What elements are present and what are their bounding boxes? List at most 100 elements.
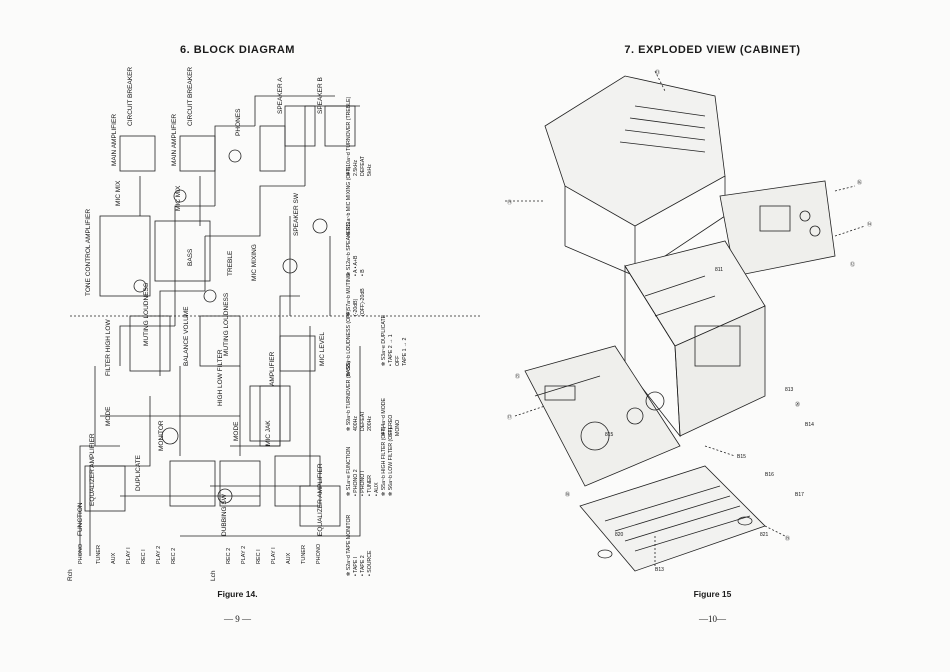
legend-line: ✻ S12a~b SPEAKERS	[346, 222, 352, 276]
legend-line: • TAPE 2	[360, 555, 366, 576]
part-callout: ⑱	[565, 491, 570, 498]
page-number-right: —10—	[699, 614, 726, 624]
label-mode: MODE	[105, 406, 112, 426]
part-callout: ⑲	[785, 535, 790, 542]
legend-line: 5kHz	[367, 164, 373, 176]
label-mic-level: MIC LEVEL	[319, 332, 326, 366]
part-callout: B17	[795, 492, 804, 498]
legend-line: 2.5kHz	[353, 159, 359, 176]
part-callout: 815	[605, 432, 614, 438]
input-label: AUX	[286, 552, 292, 564]
label-speaker-sw: SPEAKER SW	[293, 192, 300, 236]
legend-line: • A • A+B	[353, 255, 359, 276]
label-filter: FILTER HIGH LOW	[105, 319, 112, 376]
input-label: PHONO	[78, 543, 84, 564]
left-page: 6. BLOCK DIAGRAM	[67, 44, 480, 624]
legend-line: • TAPE 2 → 1	[388, 334, 394, 366]
label-phones: PHONES	[235, 108, 242, 136]
input-label: REC 2	[171, 548, 177, 564]
legend-line: ✻ S3a~e DUPLICATE	[381, 314, 387, 366]
input-label: TUNER	[301, 545, 307, 564]
legend-line: ✻ S1a~e FUNCTION	[346, 447, 352, 496]
legend-line: (-20dB)	[353, 298, 359, 316]
legend-line: • B	[360, 269, 366, 276]
legend-line: • AUX	[374, 482, 380, 496]
legend-line: (OFF)-20dB	[360, 288, 366, 316]
label-amplifier: AMPLIFIER	[269, 351, 276, 386]
label-balance-volume: BALANCE VOLUME	[183, 306, 190, 366]
legend-column-1: ✻ S1a~e FUNCTION • PHONO 2 • PHONO I • T…	[346, 447, 380, 576]
legend-line: ✻ S9a~b TURNOVER (BASS)	[346, 361, 352, 431]
label-equalizer-top: EQUALIZER AMPLIFIER	[89, 433, 96, 506]
legend-line: ✻ S10a~d TURNOVER (TREBLE)	[346, 96, 352, 176]
part-callout: ⑯	[857, 179, 862, 186]
legend-line: MONO	[395, 420, 401, 436]
label-mic-mixing: MIC MIXING	[251, 244, 258, 281]
part-callout: B15	[737, 454, 746, 460]
part-callout: B13	[655, 567, 664, 573]
legend-line: 400Hz	[353, 416, 359, 431]
legend-line: • TUNER	[367, 475, 373, 496]
legend-line: ✻ S2a~d TAPE MONITOR	[346, 514, 352, 576]
label-speaker-a: SPEAKER A	[277, 77, 284, 114]
part-callout: ⑮	[515, 373, 520, 380]
label-rch: Rch	[67, 569, 74, 581]
legend-line: 200Hz	[367, 416, 373, 431]
figure-15-caption: Figure 15	[693, 589, 732, 599]
label-mic-mix-mid: MIC MIX	[175, 185, 182, 211]
label-duplicate: DUPLICATE	[135, 454, 142, 491]
label-equalizer-bottom: EQUALIZER AMPLIFIER	[317, 463, 324, 536]
label-dubbing-sw: DUBBING SW	[221, 493, 228, 536]
label-function: FUNCTION	[77, 502, 84, 536]
legend-line: ✻ S11a~b MIC MIXING (OFF)	[346, 166, 352, 236]
input-label: PLAY 2	[156, 546, 162, 564]
block-diagram-title: 6. BLOCK DIAGRAM	[180, 44, 295, 56]
input-label: PHONO	[316, 543, 322, 564]
part-callout: ⑪	[507, 199, 512, 206]
legend-column-4: ✻ S10a~d TURNOVER (TREBLE) 2.5kHz DEFEAT…	[346, 96, 373, 276]
label-mic-mix-top: MIC MIX	[115, 180, 122, 206]
input-label: PLAY I	[271, 547, 277, 564]
part-callout: 811	[715, 267, 723, 273]
page-number-left: — 9 —	[224, 614, 251, 624]
legend-line: • TAPE I	[353, 557, 359, 576]
part-callout: 820	[615, 532, 624, 538]
label-main-amp-mid: MAIN AMPLIFIER	[171, 114, 178, 166]
figure-14-caption: Figure 14.	[217, 589, 258, 599]
legend-line: ✻ S4a~d MODE	[381, 398, 387, 436]
part-callout: ⑫	[850, 261, 855, 268]
legend-line: ✻ S7a~b MUTING	[346, 273, 352, 316]
legend-line: • SOURCE	[367, 550, 373, 576]
input-label: TUNER	[96, 545, 102, 564]
label-tone-control: TONE CONTROL AMPLIFIER	[85, 209, 92, 296]
right-page: 7. EXPLODED VIEW (CABINET)	[475, 0, 950, 672]
legend-line: • PHONO I	[360, 471, 366, 496]
label-high-low-filter: HIGH LOW FILTER	[217, 349, 224, 406]
label-monitor: MONITOR	[158, 420, 165, 451]
part-callout: ⑳	[795, 401, 800, 408]
label-speaker-b: SPEAKER B	[317, 77, 324, 114]
input-label: AUX	[111, 552, 117, 564]
input-label: PLAY I	[126, 547, 132, 564]
part-callout: ⑭	[867, 221, 872, 228]
legend-line: OFF	[395, 356, 401, 366]
part-callout: B16	[765, 472, 774, 478]
part-callout: 813	[785, 387, 794, 393]
legend-line: ✻ S6a~b LOW FILTER (OFF)	[388, 427, 394, 496]
part-callout: 821	[760, 532, 769, 538]
legend-column-2: ✻ S3a~e DUPLICATE • TAPE 2 → 1 OFF TAPE …	[381, 314, 408, 496]
legend-line: • PHONO 2	[353, 469, 359, 496]
legend-column-3: ✻ S7a~b MUTING (-20dB) (OFF)-20dB ✻ S8a~…	[346, 273, 373, 431]
legend-line: TAPE 1 → 2	[402, 337, 408, 366]
input-label: PLAY 2	[241, 546, 247, 564]
label-muting-loudness-mid: MUTING LOUDNESS	[223, 292, 230, 356]
legend-line: ✻ S5a~b HIGH FILTER (OFF)	[381, 426, 387, 496]
label-mic-jak: MIC JAK	[265, 420, 272, 446]
label-treble: TREBLE	[227, 250, 234, 276]
label-lch: Lch	[210, 570, 217, 581]
part-callout: ⑰	[507, 414, 512, 421]
legend-line: DEFEAT	[360, 155, 366, 176]
label-bass: BASS	[187, 248, 194, 266]
legend-line: DEFEAT	[360, 410, 366, 431]
input-label: REC I	[256, 549, 262, 564]
